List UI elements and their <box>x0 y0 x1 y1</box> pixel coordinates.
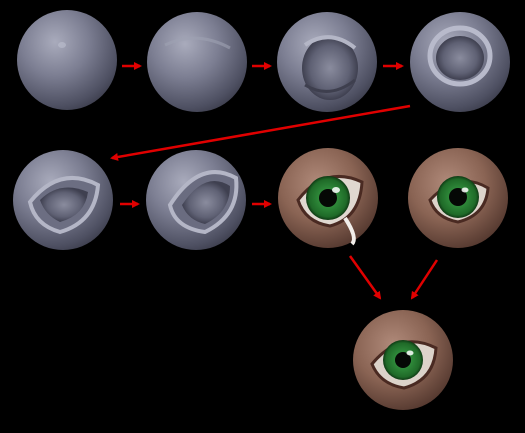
stage-socket-ring <box>410 12 510 112</box>
arrow-s8-s9 <box>410 259 439 300</box>
stage-textured-eye-variant-a <box>278 148 378 248</box>
stage-eyelid-form <box>13 150 113 250</box>
arrow-s4-s5 <box>110 104 411 161</box>
stage-textured-eye-variant-b <box>408 148 508 248</box>
stage-base-sphere <box>17 10 117 110</box>
arrow-s7-s9 <box>348 255 382 300</box>
stage-sculpted-sphere <box>147 12 247 112</box>
stage-eyelid-refined <box>146 150 246 250</box>
stage-final-eye <box>353 310 453 410</box>
stage-socket-indent <box>277 12 377 112</box>
